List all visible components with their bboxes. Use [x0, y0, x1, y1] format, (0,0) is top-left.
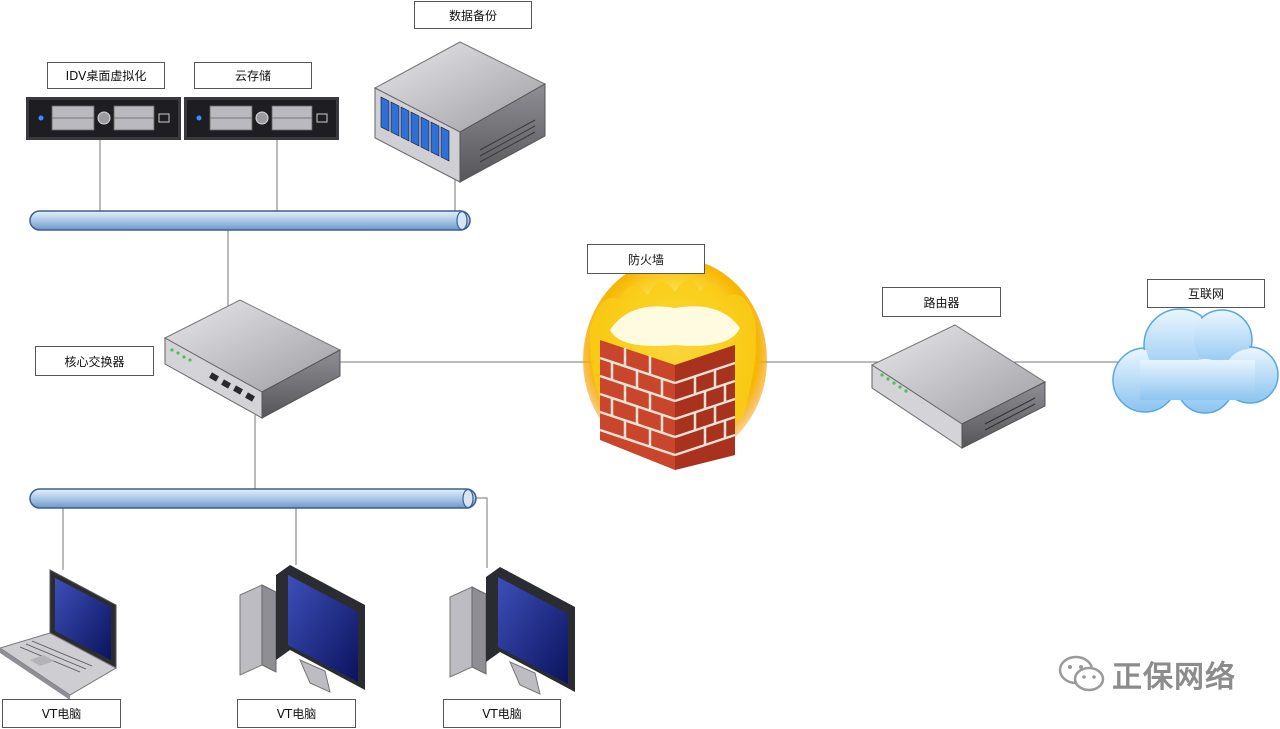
backup-label: 数据备份 [414, 1, 532, 29]
router-label: 路由器 [882, 287, 1001, 317]
pc2-label: VT电脑 [237, 699, 356, 728]
internet-label: 互联网 [1147, 279, 1265, 308]
router-icon [870, 324, 1047, 449]
watermark-text: 正保网络 [1112, 660, 1236, 695]
client-bus-pipe [29, 488, 477, 509]
wechat-icon [1058, 655, 1105, 692]
idv-server-icon [26, 97, 181, 140]
pc3-label: VT电脑 [443, 699, 561, 728]
firewall-icon [583, 258, 767, 470]
core-switch-icon [163, 299, 342, 419]
firewall-label: 防火墙 [587, 244, 705, 274]
core-switch-label: 核心交换器 [35, 346, 154, 376]
idv-label: IDV桌面虚拟化 [47, 62, 165, 89]
desktop-computer-icon [239, 565, 365, 693]
desktop-computer-icon [449, 567, 575, 695]
backup-storage-icon [373, 41, 547, 183]
laptop-icon [0, 569, 118, 700]
server-bus-pipe [29, 210, 471, 231]
internet-cloud-icon [1112, 308, 1279, 414]
watermark: 正保网络 [1058, 652, 1236, 696]
cloud-storage-label: 云存储 [194, 62, 312, 89]
pc1-label: VT电脑 [2, 699, 121, 728]
storage-server-icon [184, 97, 339, 140]
